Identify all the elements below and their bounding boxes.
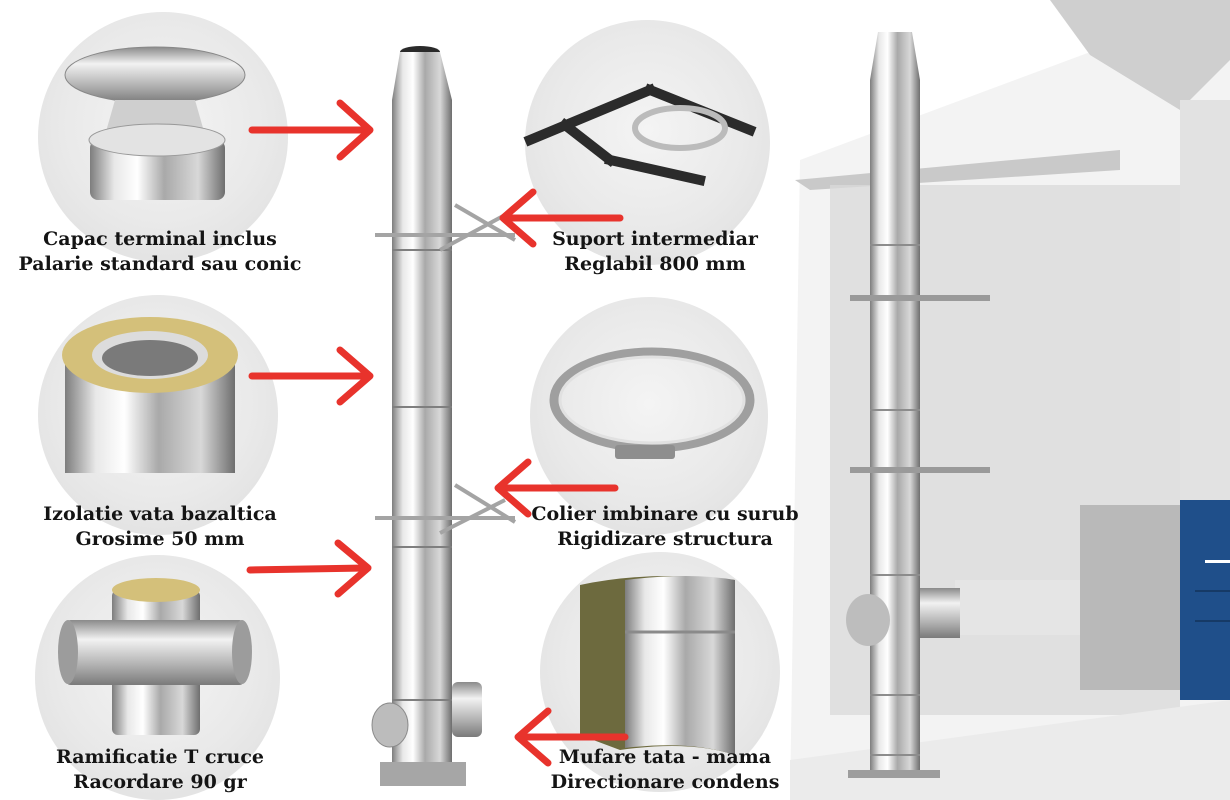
clamp-label: Colier imbinare cu surub Rigidizare stru…: [500, 502, 830, 552]
support-bracket-upper: [375, 203, 517, 252]
support-label: Suport intermediar Reglabil 800 mm: [500, 227, 810, 277]
boiler: [1080, 500, 1230, 700]
insulation-title: Izolatie vata bazaltica: [43, 503, 277, 525]
clamp-title: Colier imbinare cu surub: [531, 503, 799, 525]
clamp-subtitle: Rigidizare structura: [557, 528, 773, 550]
support-subtitle: Reglabil 800 mm: [564, 253, 746, 275]
arrow-support: [499, 188, 624, 248]
clamp-image-circle: [530, 297, 768, 535]
socket-title: Mufare tata - mama: [558, 746, 772, 768]
socket-label: Mufare tata - mama Directionare condens: [510, 745, 820, 795]
arrow-insulation: [248, 346, 374, 406]
arrow-socket: [514, 707, 629, 767]
arrow-tee: [246, 539, 372, 598]
support-bracket-lower: [375, 483, 517, 535]
insulation-label: Izolatie vata bazaltica Grosime 50 mm: [0, 502, 320, 552]
tee-title: Ramificatie T cruce: [55, 746, 265, 768]
socket-subtitle: Directionare condens: [550, 771, 780, 793]
cap-title: Capac terminal inclus: [43, 228, 277, 250]
insulation-subtitle: Grosime 50 mm: [75, 528, 245, 550]
cap-label: Capac terminal inclus Palarie standard s…: [0, 227, 320, 277]
scene-chimney-pipe: [846, 32, 1080, 778]
central-chimney-pipe: [371, 46, 517, 786]
arrow-clamp: [494, 458, 619, 518]
arrow-cap: [248, 99, 374, 161]
cap-subtitle: Palarie standard sau conic: [18, 253, 302, 275]
tee-subtitle: Racordare 90 gr: [73, 771, 247, 793]
tee-label: Ramificatie T cruce Racordare 90 gr: [0, 745, 320, 795]
support-title: Suport intermediar: [552, 228, 758, 250]
